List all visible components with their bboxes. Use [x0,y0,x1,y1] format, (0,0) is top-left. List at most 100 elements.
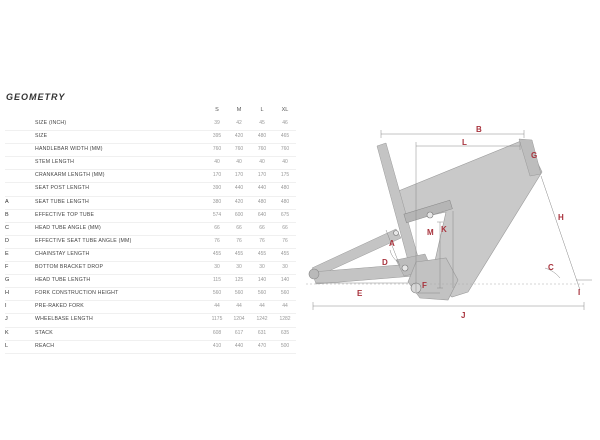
row-label: STEM LENGTH [35,159,75,166]
dim-label-l: L [462,138,467,147]
row-value-xl: 760 [280,146,290,153]
row-value-s: 76 [214,237,220,244]
row-value-m: 125 [234,277,244,284]
row-value-m: 42 [236,120,242,126]
geometry-title: GEOMETRY [6,92,66,102]
row-label: STACK [35,329,53,336]
row-value-xl: 465 [280,133,290,140]
row-label: HEAD TUBE LENGTH [35,277,91,284]
row-label: EFFECTIVE SEAT TUBE ANGLE (MM) [35,237,132,244]
row-value-l: 560 [257,290,267,297]
row-label: CHAINSTAY LENGTH [35,250,90,257]
dim-label-d: D [382,258,388,267]
dim-label-m: M [427,228,434,237]
row-value-xl: 175 [280,172,290,179]
row-value-s: 40 [214,159,220,166]
row-value-s: 455 [212,250,222,257]
row-label: PRE-RAKED FORK [35,303,84,310]
size-header-m: M [236,107,242,113]
row-label: SEAT POST LENGTH [35,185,90,192]
row-letter: H [5,290,9,297]
row-value-m: 44 [236,303,242,310]
row-value-m: 30 [236,264,242,271]
row-label: CRANKARM LENGTH (MM) [35,172,105,179]
row-value-l: 76 [259,237,265,244]
dim-label-e: E [357,289,363,298]
row-value-l: 170 [257,172,267,179]
row-value-xl: 46 [282,120,288,126]
row-value-s: 1175 [211,316,223,323]
row-value-s: 608 [212,329,222,336]
rear-dropout [308,268,320,280]
row-value-xl: 560 [280,290,290,297]
row-letter: E [5,250,9,257]
row-letter: A [5,198,9,205]
row-value-m: 600 [234,211,244,218]
row-value-xl: 500 [280,342,290,349]
row-value-xl: 1282 [279,316,291,323]
row-label: REACH [35,342,55,349]
row-value-s: 395 [212,133,222,140]
row-label: FORK CONSTRUCTION HEIGHT [35,290,119,297]
row-value-l: 45 [259,120,265,126]
row-value-m: 760 [234,146,244,153]
pivot-main [401,264,409,272]
row-value-m: 617 [234,329,244,336]
row-value-xl: 30 [282,264,288,271]
dim-label-a: A [389,239,395,248]
row-value-l: 30 [259,264,265,271]
row-letter: B [5,211,9,218]
row-label: EFFECTIVE TOP TUBE [35,211,95,218]
row-value-xl: 140 [280,277,290,284]
row-value-xl: 480 [280,185,290,192]
size-header-l: L [260,107,264,113]
row-value-m: 440 [234,185,244,192]
row-value-l: 44 [259,303,265,310]
dim-label-g: G [531,151,537,160]
dim-label-i: I [578,288,580,297]
row-value-s: 760 [212,146,222,153]
row-value-xl: 635 [280,329,290,336]
row-value-l: 1242 [256,316,268,323]
row-value-l: 640 [257,211,267,218]
row-label: HANDLEBAR WIDTH (MM) [35,146,103,153]
row-label: SEAT TUBE LENGTH [35,198,89,205]
row-value-l: 470 [257,342,267,349]
row-value-s: 380 [212,198,222,205]
row-value-m: 455 [234,250,244,257]
dim-label-f: F [422,281,427,290]
row-value-m: 76 [236,237,242,244]
row-value-l: 140 [257,277,267,284]
row-value-s: 574 [212,211,222,218]
row-letter: J [5,316,8,323]
row-value-m: 170 [234,172,244,179]
row-value-m: 420 [234,133,244,140]
row-value-l: 480 [257,133,267,140]
row-label: HEAD TUBE ANGLE (MM) [35,224,101,231]
size-header-xl: XL [281,107,289,113]
row-value-s: 115 [213,277,221,284]
row-label: WHEELBASE LENGTH [35,316,93,323]
row-value-xl: 44 [282,303,288,310]
pivot-seatstay [393,230,399,236]
row-value-s: 39 [214,120,220,126]
row-letter: K [5,329,9,336]
row-letter: I [5,303,7,310]
row-letter: C [5,224,9,231]
row-value-m: 560 [234,290,244,297]
row-value-l: 760 [257,146,267,153]
